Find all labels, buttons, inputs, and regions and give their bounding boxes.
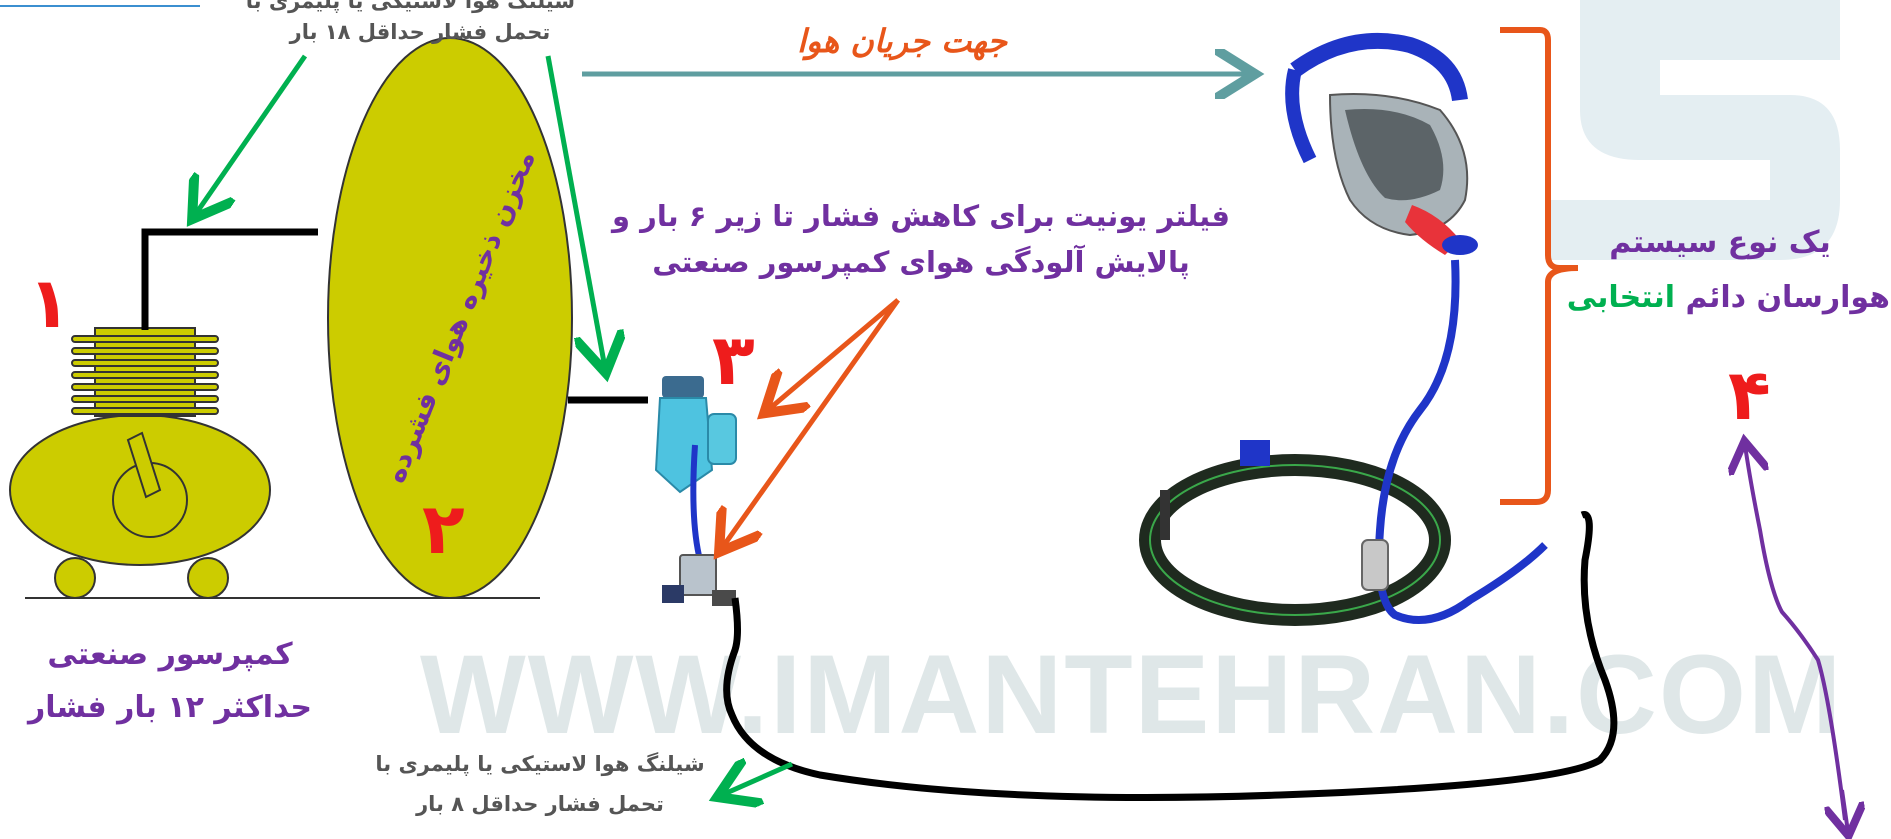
number-4: ۴ bbox=[1728, 354, 1771, 436]
compressor-illustration bbox=[9, 327, 271, 599]
waist-belt bbox=[1139, 440, 1451, 626]
air-hose-black bbox=[723, 511, 1618, 801]
background-logo-letter bbox=[1550, 0, 1840, 260]
number-3: ۳ bbox=[712, 319, 755, 401]
arrow-top-hose-to-pipe bbox=[195, 54, 308, 215]
system-label-line1: یک نوع سیستم bbox=[1609, 225, 1831, 260]
airflow-label: جهت جریان هوا bbox=[796, 22, 1008, 60]
system-bracket bbox=[1500, 27, 1579, 505]
arrow-system-down bbox=[1842, 789, 1848, 832]
number-1: ۱ bbox=[28, 262, 71, 344]
arrow-filter-upper bbox=[768, 298, 900, 410]
system-label-line2-text: هوارسان دائم bbox=[1675, 280, 1890, 315]
belt-valve bbox=[1361, 539, 1389, 591]
air-tank bbox=[327, 37, 573, 599]
system-label-line2: هوارسان دائم انتخابی bbox=[1566, 280, 1890, 315]
bottom-hose-label: شیلنگ هوا لاستیکی یا پلیمری با تحمل فشار… bbox=[375, 752, 705, 816]
mask-hose-blue bbox=[1375, 259, 1548, 624]
pipe-compressor-to-tank bbox=[141, 228, 318, 330]
watermark-text: WWW.IMANTEHRAN.COM bbox=[420, 632, 1844, 757]
arrow-filter-lower bbox=[722, 298, 901, 548]
arrow-top-hose-to-filter bbox=[545, 55, 605, 368]
number-2: ۲ bbox=[422, 488, 465, 570]
arrow-system-up bbox=[1745, 445, 1847, 821]
top-hose-label: شیلنگ هوا لاستیکی یا پلیمری با تحمل فشار… bbox=[245, 0, 575, 44]
system-label-highlight: انتخابی bbox=[1566, 280, 1676, 315]
arrow-bottom-hose bbox=[722, 764, 794, 795]
compressor-label: کمپرسور صنعتی حداکثر ۱۲ بار فشار bbox=[27, 637, 313, 725]
full-face-mask bbox=[1285, 32, 1478, 255]
filter-label: فیلتر یونیت برای کاهش فشار تا زیر ۶ بار … bbox=[612, 199, 1230, 279]
filter-unit-illustration bbox=[654, 376, 737, 606]
